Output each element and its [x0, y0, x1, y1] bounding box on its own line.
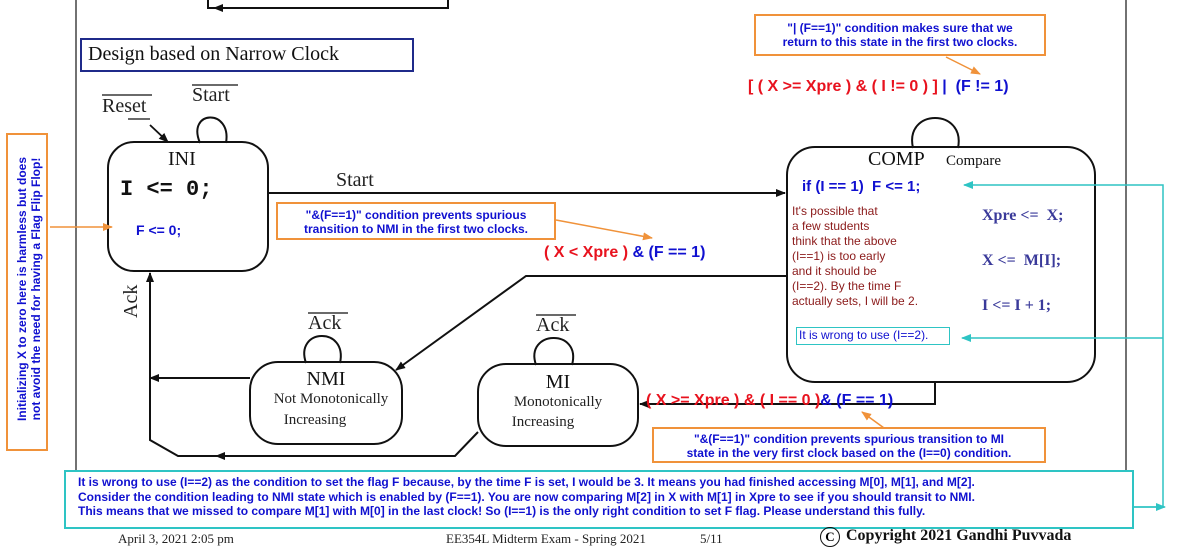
mi-desc-line2: Increasing	[511, 414, 575, 430]
nmi-desc-line1: Not Monotonically	[273, 391, 389, 407]
state-ini	[107, 141, 269, 272]
comp-state-subtitle: Compare	[946, 153, 1001, 169]
mi-desc-line1: Monotonically	[513, 394, 603, 410]
reset-label: Reset	[102, 95, 147, 117]
comp-self-loop	[911, 117, 960, 149]
nmi-desc-line2: Increasing	[283, 412, 347, 428]
comp-state-name: COMP	[868, 148, 925, 170]
comp-note: It's possible that a few students think …	[792, 204, 919, 308]
comp-assign-x: X <= M[I];	[982, 252, 1062, 269]
comp-assign-i: I <= I + 1;	[982, 297, 1052, 314]
state-mi	[477, 363, 639, 447]
nmi-ack-label: Ack	[308, 312, 342, 334]
nmi-self-loop	[303, 335, 342, 364]
comp-self-condition: [ ( X >= Xpre ) & ( I != 0 ) ] | (F != 1…	[748, 78, 1009, 95]
callout-bottom-pointer	[861, 411, 885, 429]
reset-arrow	[149, 124, 169, 143]
transition-mi	[639, 382, 936, 408]
mi-self-loop	[533, 337, 575, 366]
explanation-note: It is wrong to use (I==2) as the conditi…	[64, 470, 1134, 529]
footer-exam: EE354L Midterm Exam - Spring 2021	[446, 531, 646, 546]
footer-date: April 3, 2021 2:05 pm	[118, 531, 234, 546]
comp-assign-xpre: Xpre <= X;	[982, 207, 1064, 224]
start-self-label: Start	[192, 84, 230, 106]
transition-nmi	[395, 275, 787, 371]
callout-mid-pointer	[555, 219, 653, 241]
callout-bottom: "&(F==1)" condition prevents spurious tr…	[652, 427, 1046, 463]
vertical-note: Initializing X to zero here is harmless …	[6, 133, 48, 451]
ini-line-f: F <= 0;	[136, 222, 182, 238]
footer-page: 5/11	[700, 531, 723, 546]
ini-self-loop	[196, 116, 228, 144]
nmi-condition: ( X < Xpre ) & (F == 1)	[544, 244, 706, 261]
footer-copyright: Copyright 2021 Gandhi Puvvada	[846, 527, 1072, 544]
comp-if-line: if (I == 1) F <= 1;	[802, 178, 921, 195]
mi-state-name: MI	[545, 371, 571, 393]
ack-back-label: Ack	[120, 284, 142, 318]
diagram-title: Design based on Narrow Clock	[80, 38, 414, 72]
state-nmi	[249, 361, 403, 445]
callout-top-pointer	[945, 56, 981, 75]
ini-state-name: INI	[168, 148, 196, 170]
mi-condition: ( X >= Xpre ) & ( I == 0 )& (F == 1)	[646, 392, 894, 409]
start-transition-label: Start	[336, 169, 374, 191]
comp-wrong-note: It is wrong to use (I==2).	[796, 327, 950, 345]
mi-to-bottom	[215, 431, 479, 460]
nmi-state-name: NMI	[306, 368, 346, 390]
ini-line-i: I <= 0;	[120, 177, 213, 202]
state-comp	[786, 146, 1096, 383]
previous-diagram-edge	[207, 0, 449, 9]
copyright-symbol: C	[820, 527, 840, 547]
mi-ack-label: Ack	[536, 314, 570, 336]
ack-to-ini	[146, 272, 216, 457]
